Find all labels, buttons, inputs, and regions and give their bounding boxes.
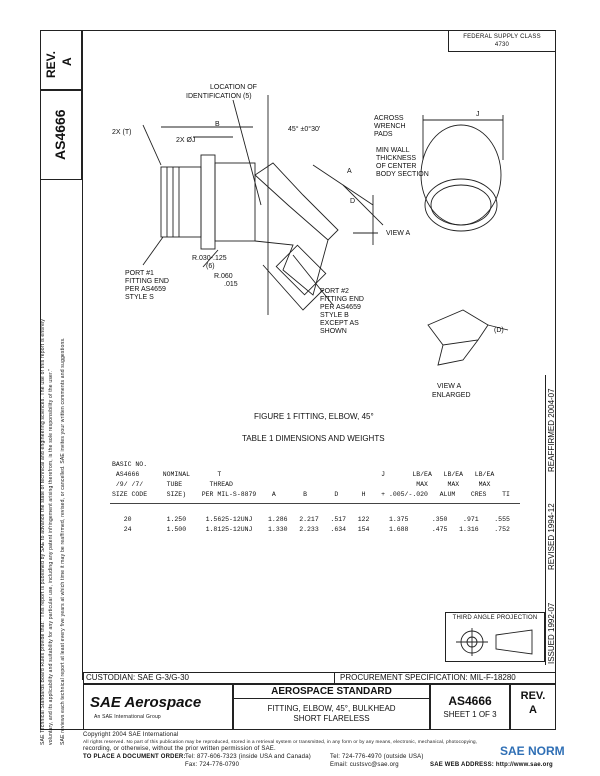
web-address: SAE WEB ADDRESS: http://www.sae.org	[430, 762, 553, 768]
view-a-arrow-label: VIEW A	[386, 230, 411, 237]
custodian-row	[83, 672, 556, 684]
rights-2: recording, or otherwise, without the pri…	[83, 746, 276, 752]
fsc-box	[448, 30, 556, 52]
dim-b: B	[215, 121, 220, 128]
sheet-number: SHEET 1 OF 3	[443, 710, 497, 719]
radius-1-b: (6)	[206, 263, 215, 270]
email: Email: custsvc@sae.org	[330, 762, 399, 768]
disclaimer-line-2: voluntary, and its applicability and sui…	[48, 368, 54, 745]
title-rule	[233, 698, 430, 699]
left-docno: AS4666	[52, 109, 68, 160]
doc-number: AS4666	[448, 694, 492, 708]
minwall-3: OF CENTER	[376, 163, 417, 170]
port2-4: STYLE B	[320, 312, 349, 319]
table-header-4: SIZE CODE SIZE) PER MIL-S-8879 A B D H +…	[112, 491, 510, 498]
revised-date: REVISED 1994-12	[547, 503, 556, 570]
table-header-3: /9/ /7/ TUBE THREAD MAX MAX MAX	[112, 481, 491, 488]
loc-id-label-2: IDENTIFICATION (5)	[186, 93, 252, 100]
radius-2-a: R.060	[214, 273, 233, 280]
port2-5: EXCEPT AS	[320, 320, 359, 327]
copyright: Copyright 2004 SAE International	[83, 732, 179, 738]
dim-a: A	[347, 168, 352, 175]
custodian: CUSTODIAN: SAE G-3/G-30	[86, 673, 189, 682]
view-a-1: VIEW A	[437, 383, 462, 390]
dim-d: D	[350, 198, 356, 205]
table-row: 24 1.500 1.8125-12UNJ 1.330 2.233 .634 1…	[112, 526, 510, 533]
procurement: PROCUREMENT SPECIFICATION: MIL-F-18280	[340, 673, 516, 682]
fsc-label: FEDERAL SUPPLY CLASS	[463, 34, 541, 40]
std-heading: AEROSPACE STANDARD	[271, 686, 392, 697]
port2-1: PORT #2	[320, 288, 349, 295]
table-rule	[110, 503, 520, 504]
table-row: 20 1.250 1.5625-12UNJ 1.286 2.217 .517 1…	[112, 516, 510, 523]
title-cell	[233, 684, 430, 730]
rev-label: REV.	[520, 690, 546, 702]
minwall-2: THICKNESS	[376, 155, 417, 162]
view-a-2: ENLARGED	[432, 392, 471, 399]
sae-logo-sub: An SAE International Group	[94, 714, 161, 720]
radius-1-a: R.030-.125	[192, 255, 227, 262]
table-header-1: BASIC NO.	[112, 461, 148, 468]
port1-1: PORT #1	[125, 270, 154, 277]
margin-divider	[82, 30, 83, 680]
procurement-ref: MIL-F-18280	[469, 673, 516, 682]
fax: Fax: 724-776-0790	[185, 762, 240, 768]
port2-2: FITTING END	[320, 296, 364, 303]
dim-2x-t: 2X (T)	[112, 129, 132, 136]
tel-outside: Tel: 724-776-4970 (outside USA)	[330, 754, 424, 760]
disclaimer-line-3: SAE reviews each technical report at lea…	[60, 337, 66, 745]
reaffirmed-date: REAFFIRMED 2004-07	[547, 388, 556, 472]
dim-2x-phi: 2X ØJ	[176, 137, 196, 144]
left-docno-box	[40, 90, 82, 180]
across-2: WRENCH	[374, 123, 406, 130]
issued-date: ISSUED 1992-07	[547, 602, 556, 664]
table-caption: TABLE 1 DIMENSIONS AND WEIGHTS	[242, 434, 385, 443]
port1-3: PER AS4659	[125, 286, 166, 293]
fsc-value: 4730	[494, 42, 510, 48]
dim-angle: 45° ±0°30'	[288, 126, 321, 133]
procurement-label: PROCUREMENT SPECIFICATION:	[340, 673, 470, 682]
across-1: ACROSS	[374, 115, 404, 122]
left-rev-box	[40, 30, 82, 90]
port1-4: STYLE S	[125, 294, 154, 301]
radius-2-b: .015	[224, 281, 238, 288]
docno-cell	[430, 684, 510, 730]
right-divider	[545, 375, 546, 665]
tel-inside: Tel: 877-606-7323 (inside USA and Canada…	[185, 754, 311, 760]
rights-1: All rights reserved. No part of this pub…	[83, 739, 478, 744]
port1-2: FITTING END	[125, 278, 169, 285]
figure-caption: FIGURE 1 FITTING, ELBOW, 45°	[254, 412, 374, 421]
d-callout: (D)	[494, 327, 504, 334]
rev-value: A	[529, 704, 537, 716]
dim-j: J	[476, 111, 480, 118]
left-rev-label: REV.	[44, 51, 58, 78]
port2-3: PER AS4659	[320, 304, 361, 311]
fitting-drawing	[142, 95, 509, 366]
disclaimer-line-1: SAE Technical Standards Board Rules prov…	[40, 318, 46, 745]
port2-6: SHOWN	[320, 328, 347, 335]
order-label: TO PLACE A DOCUMENT ORDER:	[83, 754, 186, 760]
left-rev-value: A	[60, 57, 74, 66]
doc-title-2: SHORT FLARELESS	[293, 714, 370, 723]
doc-title-1: FITTING, ELBOW, 45°, BULKHEAD	[267, 704, 396, 713]
third-angle-label: THIRD ANGLE PROJECTION	[452, 615, 538, 621]
third-angle-symbol	[456, 628, 533, 656]
third-angle-box	[445, 612, 545, 662]
sae-logo: SAE Aerospace	[90, 694, 202, 711]
sae-norm-watermark: SAE NORM	[500, 744, 565, 758]
minwall-1: MIN WALL	[376, 147, 410, 154]
table-header-2: AS4666 NOMINAL T J LB/EA LB/EA LB/EA	[112, 471, 495, 478]
custodian-divider	[334, 672, 335, 684]
minwall-4: BODY SECTION	[376, 171, 429, 178]
rev-cell	[510, 684, 556, 730]
across-3: PADS	[374, 131, 393, 138]
loc-id-label-1: LOCATION OF	[210, 84, 257, 91]
logo-cell	[83, 684, 233, 730]
